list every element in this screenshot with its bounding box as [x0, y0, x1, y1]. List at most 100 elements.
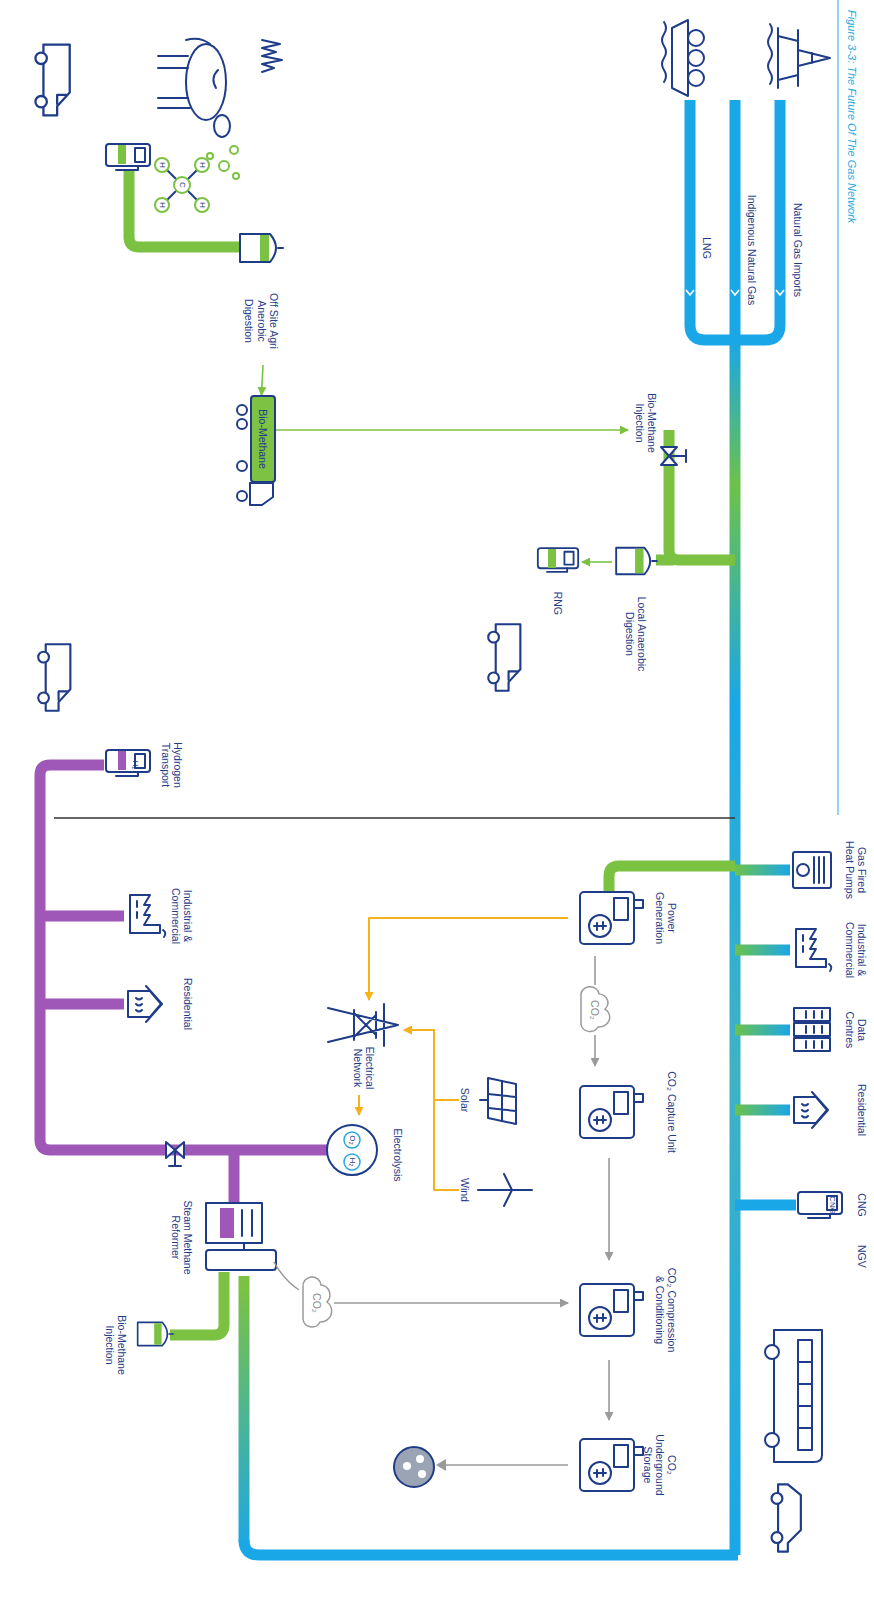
illustration-shape	[798, 1340, 812, 1450]
flow-connector	[334, 1302, 568, 1304]
illustration-shape	[240, 234, 283, 262]
illustration-shape	[237, 419, 247, 429]
illustration-shape	[244, 1540, 738, 1555]
flow-connector	[582, 561, 612, 563]
network-node: Residential	[119, 968, 194, 1040]
node-label: Indigenous Natural Gas	[746, 195, 758, 305]
illustration-shape	[580, 1086, 643, 1138]
node-label: Steam Methane Reformer	[170, 1193, 194, 1282]
node-label: CO₂	[311, 1293, 323, 1313]
cloud-shape	[303, 1277, 332, 1327]
illustration-shape	[796, 929, 831, 971]
network-node: Data Centres	[786, 998, 868, 1062]
network-node: CNG	[786, 1180, 868, 1230]
illustration-shape	[195, 158, 209, 172]
illustration-shape	[129, 170, 242, 247]
illustration-shape	[538, 548, 578, 572]
supply-icons	[662, 20, 830, 96]
illustration-shape	[220, 1208, 234, 1238]
network-node: Electrolysis	[309, 1115, 404, 1195]
illustration-shape	[237, 461, 247, 471]
illustration-shape	[207, 146, 239, 179]
node-label: CO₂	[589, 1000, 601, 1020]
illustration-shape	[206, 1250, 276, 1270]
illustration-shape	[794, 1092, 828, 1128]
illustration-shape	[262, 40, 282, 72]
illustration-shape	[735, 100, 780, 340]
illustration-shape	[548, 549, 556, 568]
illustration-shape	[162, 165, 202, 205]
illustration-shape	[35, 45, 69, 116]
icon-label: H	[158, 202, 166, 208]
illustration-shape	[155, 158, 209, 212]
network-node: Wind	[459, 1160, 534, 1220]
network-node: Hydrogen Transport	[99, 720, 184, 810]
illustration-shape	[580, 1284, 643, 1336]
illustration-shape	[688, 30, 704, 46]
node-label: Residential	[182, 978, 194, 1030]
flow-connector	[404, 1030, 459, 1190]
illustration-shape	[214, 115, 230, 137]
illustration-shape	[403, 1462, 411, 1470]
consumer-icons	[765, 852, 842, 1552]
illustration-shape	[580, 892, 643, 944]
power-icons	[328, 892, 643, 1491]
biomethane-icons	[35, 39, 656, 691]
illustration-shape	[207, 153, 213, 159]
network-node: CO₂ Underground Storage	[568, 1420, 678, 1510]
network-node: NGV	[748, 1245, 868, 1575]
illustration-shape	[118, 145, 126, 164]
illustration-shape	[672, 20, 688, 96]
network-node: Steam Methane Reformer	[170, 1190, 278, 1285]
node-label: CO₂ Compression & Conditioning	[654, 1263, 678, 1357]
node-label: LNG	[701, 237, 713, 259]
cloud-shape	[581, 987, 610, 1032]
node-label: Wind	[459, 1178, 471, 1202]
illustration-shape	[344, 1132, 360, 1148]
illustration-shape	[688, 50, 704, 66]
network-node: Local Anaerobic Digestion	[612, 540, 660, 680]
node-label: Hydrogen Transport	[160, 723, 184, 807]
illustration-shape	[174, 177, 190, 193]
icon-label: C	[178, 182, 186, 188]
network-node: Indigenous Natural Gas	[742, 180, 758, 320]
illustration-shape	[158, 39, 210, 108]
illustration-shape	[213, 70, 218, 88]
illustration-shape	[416, 1455, 424, 1463]
illustration-shape	[206, 1203, 262, 1243]
network-node: Off Site Agri Anerobic Digestion	[234, 225, 289, 365]
illustration-shape	[735, 1200, 796, 1211]
co2-cloud: CO₂	[578, 985, 612, 1035]
node-label: Gas Fired Heat Pumps	[844, 841, 868, 899]
illustration-shape	[609, 866, 735, 892]
gas-pipes	[40, 100, 796, 1555]
title-rule	[838, 0, 839, 815]
illustration-shape	[794, 1008, 830, 1051]
illustration-shape	[688, 70, 704, 86]
icon-label: H₂	[131, 761, 139, 770]
flow-connector	[358, 1095, 360, 1115]
illustration-shape	[155, 158, 169, 172]
illustration-shape	[488, 624, 520, 690]
node-label: Bio-Methane	[257, 409, 269, 469]
illustration-shape	[662, 22, 666, 82]
flow-connector	[404, 1030, 459, 1100]
illustration-shape	[774, 1330, 822, 1462]
icon-label: CNG	[828, 1196, 836, 1214]
illustration-shape	[765, 1433, 779, 1447]
illustration-shape	[580, 1439, 643, 1491]
illustration-shape	[250, 483, 273, 505]
illustration-shape	[138, 1322, 174, 1345]
node-label: Residential	[856, 1084, 868, 1136]
network-node: Industrial & Commercial	[119, 880, 194, 952]
illustration-shape	[768, 24, 830, 88]
network-node: LNG	[697, 228, 713, 268]
node-label: NGV	[856, 1245, 868, 1268]
flow-connector	[594, 956, 596, 985]
icon-label: O₂	[348, 1135, 356, 1144]
illustration-shape	[403, 1455, 426, 1478]
illustration-shape	[765, 1345, 779, 1359]
illustration-shape	[274, 1262, 299, 1290]
illustration-shape	[40, 765, 329, 1205]
